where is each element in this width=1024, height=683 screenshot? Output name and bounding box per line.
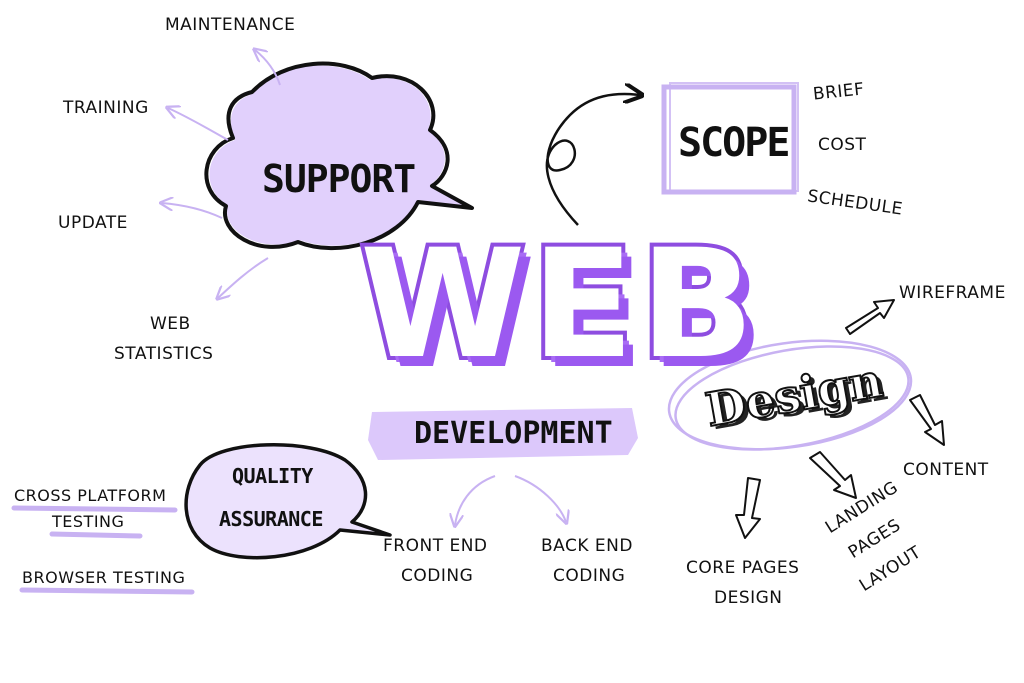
assurance-label: ASSURANCE xyxy=(219,507,323,531)
maintenance-label: MAINTENANCE xyxy=(165,15,296,35)
scope-box xyxy=(661,82,799,195)
arrow-front-end xyxy=(455,475,496,525)
coding-arrows xyxy=(455,475,566,525)
front-end-label: FRONT END xyxy=(383,536,488,556)
design-block-arrows xyxy=(735,299,945,539)
front-coding-label: CODING xyxy=(401,566,474,586)
scope-swirl-arrow xyxy=(545,94,640,226)
arrow-core-pages xyxy=(735,477,761,539)
subtitle-development: DEVELOPMENT xyxy=(414,416,613,451)
back-end-label: BACK END xyxy=(541,536,633,556)
quality-label: QUALITY xyxy=(232,464,313,488)
browser-testing-label: BROWSER TESTING xyxy=(22,568,186,587)
cost-label: COST xyxy=(818,135,867,155)
title-web: WEB xyxy=(356,218,761,392)
statistics-label: STATISTICS xyxy=(114,344,214,364)
arrow-update xyxy=(162,203,223,219)
core-pages-label: CORE PAGES xyxy=(686,558,800,578)
qa-underlines xyxy=(11,505,195,595)
support-cloud xyxy=(204,61,474,251)
qa-bubble xyxy=(184,443,392,560)
back-coding-label: CODING xyxy=(553,566,626,586)
arrow-back-end xyxy=(514,475,566,522)
core-design-label: DESIGN xyxy=(714,588,783,608)
wireframe-label: WIREFRAME xyxy=(899,283,1006,303)
arrow-landing xyxy=(809,451,857,499)
content-label: CONTENT xyxy=(903,460,989,480)
support-label: SUPPORT xyxy=(262,157,416,201)
arrow-content xyxy=(909,394,945,446)
design-ellipse xyxy=(667,339,913,451)
arrow-training xyxy=(168,108,229,141)
training-label: TRAINING xyxy=(63,98,149,118)
arrow-statistics xyxy=(218,257,269,298)
update-label: UPDATE xyxy=(58,213,128,233)
web-label: WEB xyxy=(150,314,191,334)
arrow-maintenance xyxy=(255,50,281,86)
arrow-wireframe xyxy=(845,299,895,335)
cross-platform-label: CROSS PLATFORM xyxy=(14,486,167,505)
scope-label: SCOPE xyxy=(678,120,790,166)
testing-label: TESTING xyxy=(52,512,125,531)
development-highlight xyxy=(368,408,638,460)
support-arrows xyxy=(162,50,281,298)
